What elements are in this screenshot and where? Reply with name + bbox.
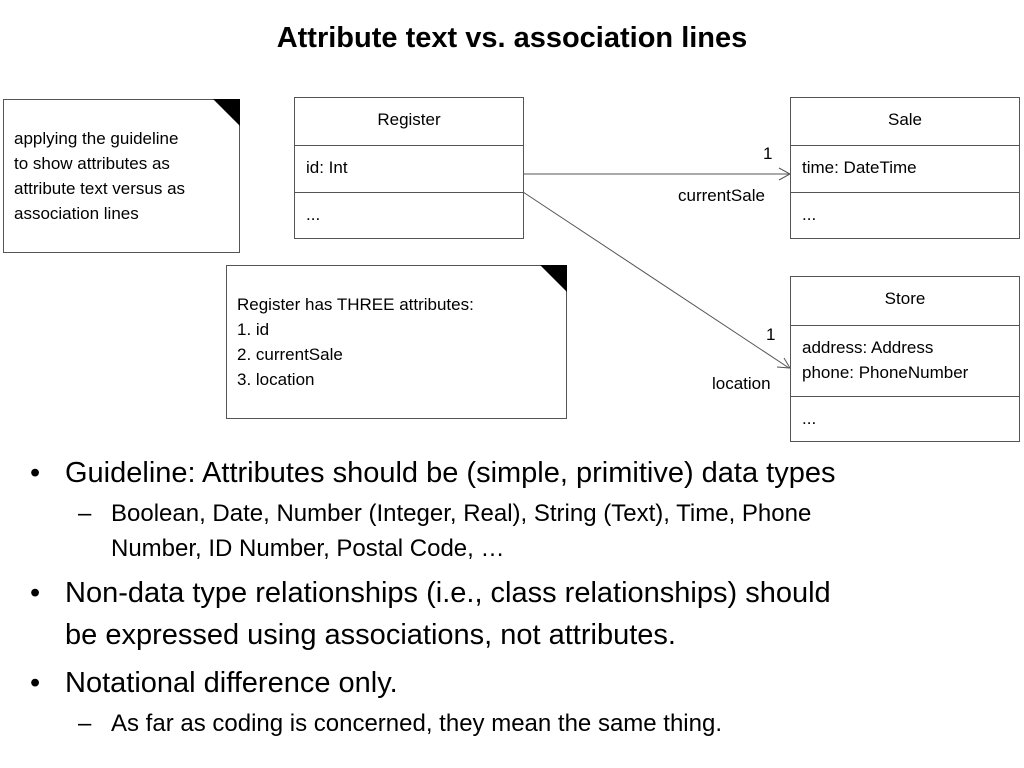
sub-bullet-item: – As far as coding is concerned, they me…: [0, 706, 1000, 741]
bullet-mark: •: [30, 577, 41, 609]
note-fold-corner: [213, 99, 240, 126]
role-location: location: [712, 374, 771, 393]
class-register: Register id: Int ...: [294, 97, 524, 239]
attribute: id: Int: [306, 158, 348, 177]
bullet-mark: •: [30, 667, 41, 699]
slide-title: Attribute text vs. association lines: [276, 22, 748, 54]
arrowhead-location: [776, 357, 791, 369]
multiplicity-current-sale: 1: [763, 144, 773, 163]
note-fold-corner: [540, 265, 567, 292]
class-store: Store address: Address phone: PhoneNumbe…: [790, 276, 1020, 442]
note-guideline: applying the guideline to show attribute…: [3, 99, 240, 253]
class-attributes: time: DateTime: [791, 145, 1019, 192]
class-attributes: address: Address phone: PhoneNumber: [791, 325, 1019, 396]
class-attributes: id: Int: [295, 145, 523, 192]
bullet-text: Non-data type relationships (i.e., class…: [65, 577, 831, 609]
bullet-item: • Guideline: Attributes should be (simpl…: [0, 452, 1000, 494]
note-line: attribute text versus as: [14, 179, 186, 198]
bullet-text: Number, ID Number, Postal Code, …: [111, 535, 505, 562]
note-line: association lines: [14, 204, 139, 223]
class-operations: ...: [295, 192, 523, 238]
note-line: 1. id: [237, 320, 270, 339]
note-line: to show attributes as: [14, 154, 170, 173]
bullet-text: Notational difference only.: [65, 667, 398, 699]
note-line: 3. location: [237, 370, 315, 389]
attribute: time: DateTime: [802, 158, 917, 177]
association-location: [522, 191, 790, 369]
bullet-item: • Notational difference only.: [0, 662, 1000, 704]
note-line: 2. currentSale: [237, 345, 343, 364]
bullet-mark: –: [78, 500, 92, 527]
attribute: phone: PhoneNumber: [802, 363, 969, 382]
bullet-item: • Non-data type relationships (i.e., cla…: [0, 572, 1000, 656]
bullet-text: Boolean, Date, Number (Integer, Real), S…: [111, 500, 812, 527]
sub-bullet-item: – Boolean, Date, Number (Integer, Real),…: [0, 496, 1000, 566]
bullet-text: As far as coding is concerned, they mean…: [111, 710, 723, 737]
note-register-attributes: Register has THREE attributes: 1. id 2. …: [226, 265, 567, 419]
role-current-sale: currentSale: [678, 186, 765, 205]
note-line: Register has THREE attributes:: [237, 295, 474, 314]
multiplicity-location: 1: [766, 325, 776, 344]
bullet-mark: –: [78, 710, 92, 737]
bullet-mark: •: [30, 457, 41, 489]
bullet-list: • Guideline: Attributes should be (simpl…: [0, 452, 1000, 747]
class-sale: Sale time: DateTime ...: [790, 97, 1020, 239]
bullet-text: be expressed using associations, not att…: [65, 619, 676, 651]
class-name: Store: [884, 289, 926, 308]
class-operations: ...: [791, 192, 1019, 238]
attribute: address: Address: [802, 338, 934, 357]
class-name: Register: [377, 110, 441, 129]
bullet-text: Guideline: Attributes should be (simple,…: [65, 457, 836, 489]
class-name: Sale: [887, 110, 923, 129]
note-line: applying the guideline: [14, 129, 179, 148]
class-operations: ...: [791, 396, 1019, 441]
